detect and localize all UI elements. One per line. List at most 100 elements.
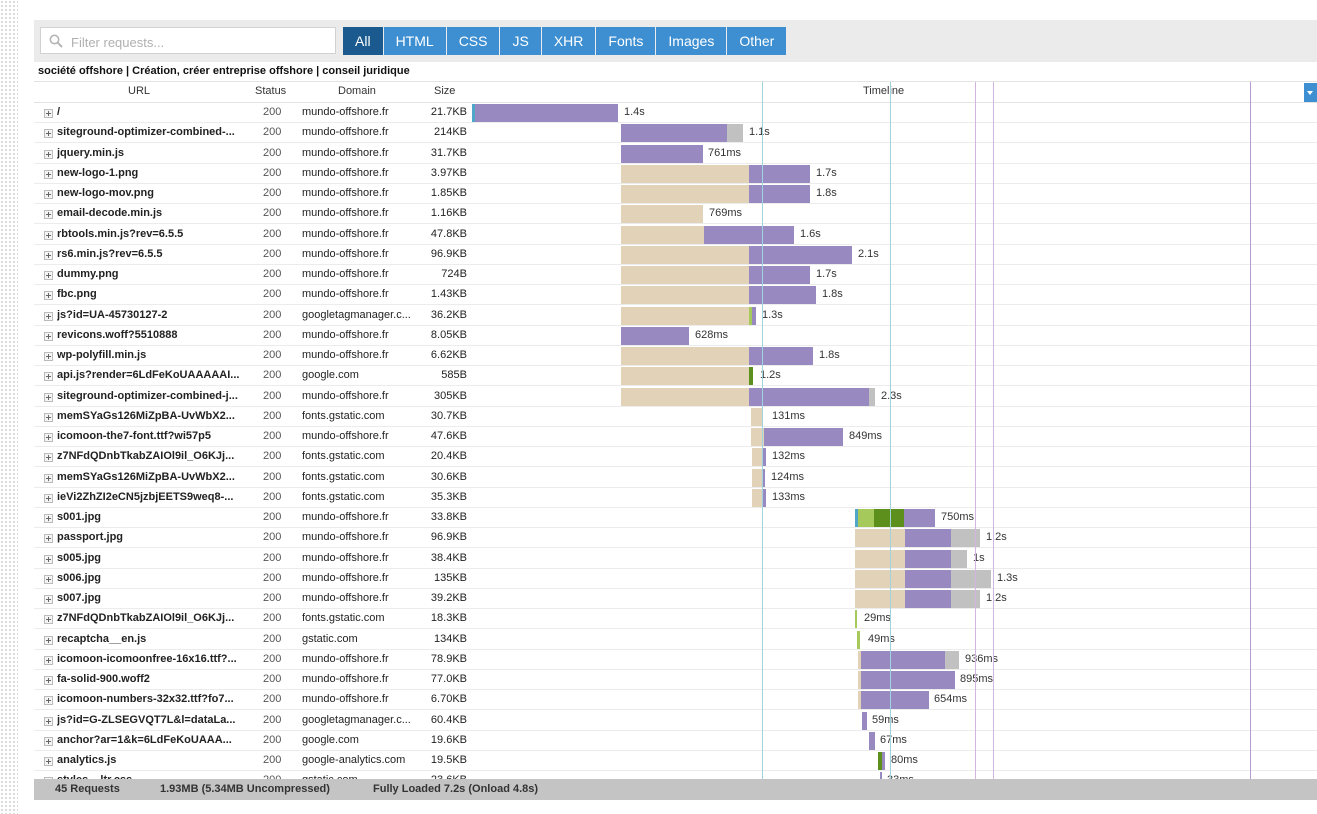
request-url: js?id=G-ZLSEGVQT7L&l=dataLa... — [57, 713, 236, 726]
column-url[interactable]: URL — [128, 85, 151, 97]
expand-icon[interactable] — [44, 291, 53, 301]
timeline-segment-receive — [749, 266, 810, 284]
expand-icon[interactable] — [44, 392, 53, 402]
timeline-segment-receive — [905, 549, 951, 568]
expand-icon[interactable] — [44, 615, 53, 625]
expand-icon[interactable] — [44, 352, 53, 361]
expand-icon[interactable] — [44, 190, 53, 199]
expand-icon[interactable] — [44, 696, 53, 706]
expand-icon[interactable] — [44, 372, 53, 382]
request-duration: 1.2s — [986, 531, 1007, 544]
column-status[interactable]: Status — [255, 85, 287, 97]
tab-all[interactable]: All — [343, 27, 383, 55]
expand-icon[interactable] — [44, 676, 53, 685]
column-size[interactable]: Size — [434, 85, 456, 97]
request-domain: fonts.gstatic.com — [302, 470, 385, 483]
expand-icon[interactable] — [44, 250, 53, 260]
expand-icon[interactable] — [44, 595, 53, 604]
request-size: 96.9KB — [430, 247, 467, 260]
expand-icon[interactable] — [44, 493, 53, 503]
column-domain[interactable]: Domain — [338, 85, 376, 97]
timeline-dropdown-button[interactable] — [1304, 83, 1317, 102]
expand-icon[interactable] — [44, 129, 53, 139]
request-url: fbc.png — [57, 288, 97, 301]
tab-fonts[interactable]: Fonts — [596, 27, 656, 55]
expand-icon[interactable] — [44, 331, 53, 341]
tab-css[interactable]: CSS — [446, 27, 500, 55]
expand-icon[interactable] — [44, 311, 53, 321]
expand-icon[interactable] — [44, 757, 53, 766]
request-duration: 67ms — [880, 733, 907, 746]
tab-images[interactable]: Images — [656, 27, 727, 55]
expand-icon[interactable] — [44, 736, 53, 746]
request-url: rbtools.min.js?rev=6.5.5 — [57, 227, 184, 240]
expand-icon[interactable] — [44, 554, 53, 564]
expand-icon[interactable] — [44, 453, 53, 463]
expand-icon[interactable] — [44, 574, 53, 584]
request-status: 200 — [263, 369, 282, 382]
filter-input[interactable] — [69, 32, 333, 52]
expand-icon[interactable] — [44, 230, 53, 240]
expand-icon[interactable] — [44, 473, 53, 483]
expand-icon[interactable] — [44, 109, 53, 118]
request-duration: 2.3s — [881, 389, 902, 402]
expand-icon[interactable] — [44, 210, 53, 220]
expand-icon[interactable] — [44, 716, 53, 726]
request-duration: 1.7s — [816, 166, 837, 179]
tab-other[interactable]: Other — [727, 27, 787, 55]
tab-xhr[interactable]: XHR — [541, 27, 596, 55]
timeline-segment-wait — [752, 448, 763, 467]
tab-js[interactable]: JS — [500, 27, 541, 55]
request-duration: 1.3s — [997, 571, 1018, 584]
expand-icon[interactable] — [44, 655, 53, 665]
expand-icon[interactable] — [44, 534, 53, 544]
request-duration: 1.6s — [800, 227, 821, 240]
expand-icon[interactable] — [44, 169, 53, 179]
request-status: 200 — [263, 146, 282, 159]
expand-icon[interactable] — [44, 271, 53, 280]
expand-icon[interactable] — [44, 635, 53, 645]
request-count: 45 Requests — [55, 783, 120, 795]
expand-icon[interactable] — [44, 433, 53, 442]
expand-icon[interactable] — [44, 412, 53, 422]
request-size: 724B — [441, 268, 467, 280]
expand-icon[interactable] — [44, 514, 53, 523]
expand-icon[interactable] — [44, 149, 53, 159]
filter-box[interactable] — [40, 27, 336, 54]
tab-html[interactable]: HTML — [383, 27, 446, 55]
column-timeline[interactable]: Timeline — [863, 85, 905, 97]
